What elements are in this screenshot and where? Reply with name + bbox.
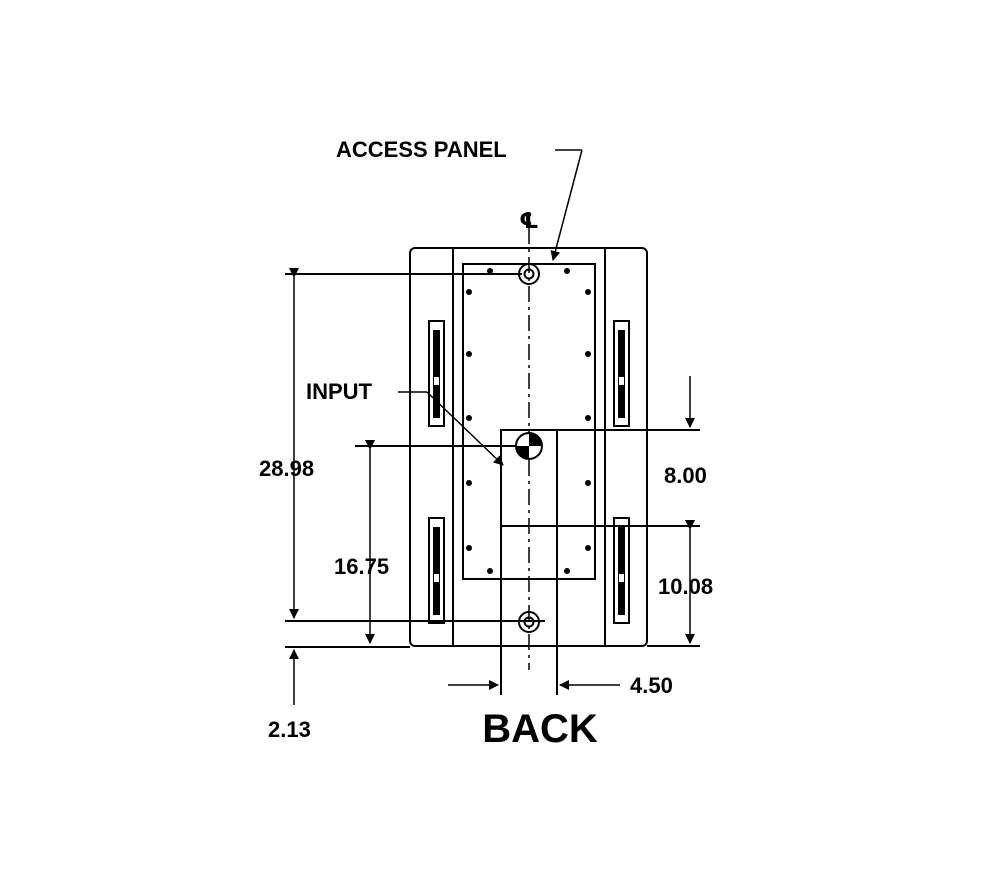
input-label: INPUT (306, 379, 373, 404)
slot-lower-left (428, 517, 445, 624)
input-connector-symbol (515, 432, 543, 460)
dimension-input-height: 16.75 (334, 554, 389, 579)
extension-lines (285, 273, 700, 695)
centerline-symbol: ℄ (519, 208, 539, 233)
panel-screws (466, 268, 591, 574)
dimension-input-width: 4.50 (630, 673, 673, 698)
access-panel-label: ACCESS PANEL (336, 137, 507, 162)
slot-lower-right (613, 517, 630, 624)
input-leader (398, 391, 504, 466)
dimension-lower-height: 10.08 (658, 574, 713, 599)
dimension-input-box-height: 8.00 (664, 463, 707, 488)
dimension-bottom-offset: 2.13 (268, 717, 311, 742)
view-title: BACK (482, 707, 598, 751)
slot-upper-left (428, 320, 445, 427)
access-panel-leader (550, 149, 583, 261)
input-box (500, 429, 558, 527)
mounting-slots (428, 320, 630, 624)
slot-upper-right (613, 320, 630, 427)
dimension-overall-height: 28.98 (259, 456, 314, 481)
